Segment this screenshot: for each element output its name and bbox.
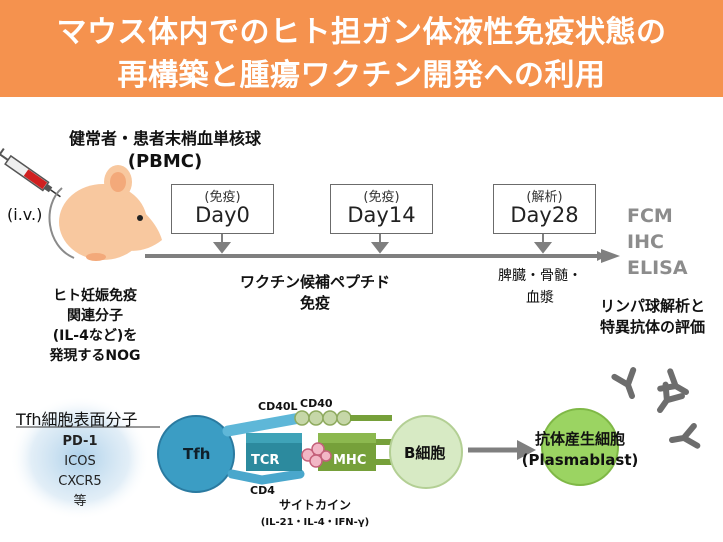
analysis-label: リンパ球解析と 特異抗体の評価 bbox=[585, 296, 720, 338]
vaccine-label: ワクチン候補ペプチド 免疫 bbox=[205, 272, 425, 314]
tissues-line-1: 脾臓・骨髄・ bbox=[498, 268, 582, 284]
timeline-day: Day28 bbox=[510, 203, 579, 227]
tcr-label: TCR bbox=[251, 453, 280, 468]
cytokine-line-1: サイトカイン bbox=[278, 498, 351, 512]
cd40-label: CD40 bbox=[300, 397, 333, 410]
timeline-day: Day0 bbox=[195, 203, 250, 227]
plasma-line-2: (Plasmablast) bbox=[521, 451, 639, 469]
day-arrows bbox=[212, 234, 553, 254]
peptide-cluster bbox=[301, 442, 332, 468]
plasma-cell bbox=[541, 408, 619, 486]
analysis-line-2: 特異抗体の評価 bbox=[599, 318, 705, 336]
timeline-box-day28: (解析) Day28 bbox=[493, 184, 596, 234]
timeline-box-day14: (免疫) Day14 bbox=[330, 184, 433, 234]
method-item: FCM bbox=[627, 205, 673, 227]
analysis-line-1: リンパ球解析と bbox=[599, 297, 705, 315]
vaccine-line-1: ワクチン候補ペプチド bbox=[239, 273, 390, 291]
timeline-sub: (免疫) bbox=[204, 190, 241, 205]
timeline-arrow-head bbox=[601, 249, 620, 263]
b-cell-label: B細胞 bbox=[404, 444, 446, 462]
timeline-day: Day14 bbox=[347, 203, 416, 227]
mouse-desc-line: 関連分子 bbox=[67, 308, 123, 324]
tissues-label: 脾臓・骨髄・ 血漿 bbox=[485, 265, 595, 309]
pbmc-line-2: (PBMC) bbox=[127, 151, 203, 172]
title-banner: マウス体内でのヒト担ガン体液性免疫状態の 再構築と腫瘍ワクチン開発への利用 bbox=[0, 0, 723, 97]
tissues-line-2: 血漿 bbox=[526, 290, 554, 306]
pbmc-label: 健常者・患者末梢血単核球 (PBMC) bbox=[40, 125, 290, 172]
surface-molecule: PD-1 bbox=[62, 434, 98, 449]
surface-molecule: 等 bbox=[73, 494, 87, 509]
cd4-label: CD4 bbox=[250, 484, 275, 497]
method-item: ELISA bbox=[627, 257, 688, 279]
b-cell bbox=[389, 415, 463, 489]
antibody-icon bbox=[611, 367, 701, 449]
timeline-sub: (解析) bbox=[526, 190, 563, 205]
cd4-bar bbox=[227, 469, 305, 485]
surface-molecule: CXCR5 bbox=[58, 474, 102, 489]
cd40-chain bbox=[294, 410, 352, 426]
plasma-line-1: 抗体産生細胞 bbox=[534, 430, 625, 448]
cytokine-label: サイトカイン (IL-21・IL-4・IFN-γ) bbox=[245, 496, 385, 532]
vaccine-line-2: 免疫 bbox=[299, 294, 330, 312]
cd40l-bar bbox=[222, 412, 306, 437]
tfh-label: Tfh bbox=[183, 445, 211, 463]
timeline-sub: (免疫) bbox=[363, 190, 400, 205]
methods-list: FCM IHC ELISA bbox=[627, 203, 688, 281]
plasma-label: 抗体産生細胞 (Plasmablast) bbox=[512, 429, 648, 471]
tfh-cell bbox=[157, 415, 235, 493]
method-item: IHC bbox=[627, 231, 664, 253]
mouse-icon bbox=[48, 165, 162, 261]
injection-label: (i.v.) bbox=[7, 205, 43, 224]
tfh-surface-list: PD-1 ICOS CXCR5 等 bbox=[40, 432, 120, 512]
title-line-1: マウス体内でのヒト担ガン体液性免疫状態の bbox=[56, 15, 667, 50]
surface-molecule: ICOS bbox=[64, 454, 96, 469]
tfh-surface-heading: Tfh細胞表面分子 bbox=[16, 410, 138, 429]
timeline-box-day0: (免疫) Day0 bbox=[171, 184, 274, 234]
cd40l-label: CD40L bbox=[258, 400, 298, 413]
title-line-2: 再構築と腫瘍ワクチン開発への利用 bbox=[117, 58, 606, 93]
cytokine-line-2: (IL-21・IL-4・IFN-γ) bbox=[260, 517, 370, 528]
mhc-label: MHC bbox=[333, 453, 367, 468]
mouse-desc-line: ヒト妊娠免疫 bbox=[53, 288, 137, 304]
pbmc-line-1: 健常者・患者末梢血単核球 bbox=[68, 129, 261, 148]
syringe-icon bbox=[0, 147, 61, 198]
mouse-desc-line: (IL-4など)を bbox=[52, 328, 138, 344]
mouse-description: ヒト妊娠免疫 関連分子 (IL-4など)を 発現するNOG bbox=[20, 286, 170, 366]
mouse-desc-line: 発現するNOG bbox=[49, 348, 141, 364]
